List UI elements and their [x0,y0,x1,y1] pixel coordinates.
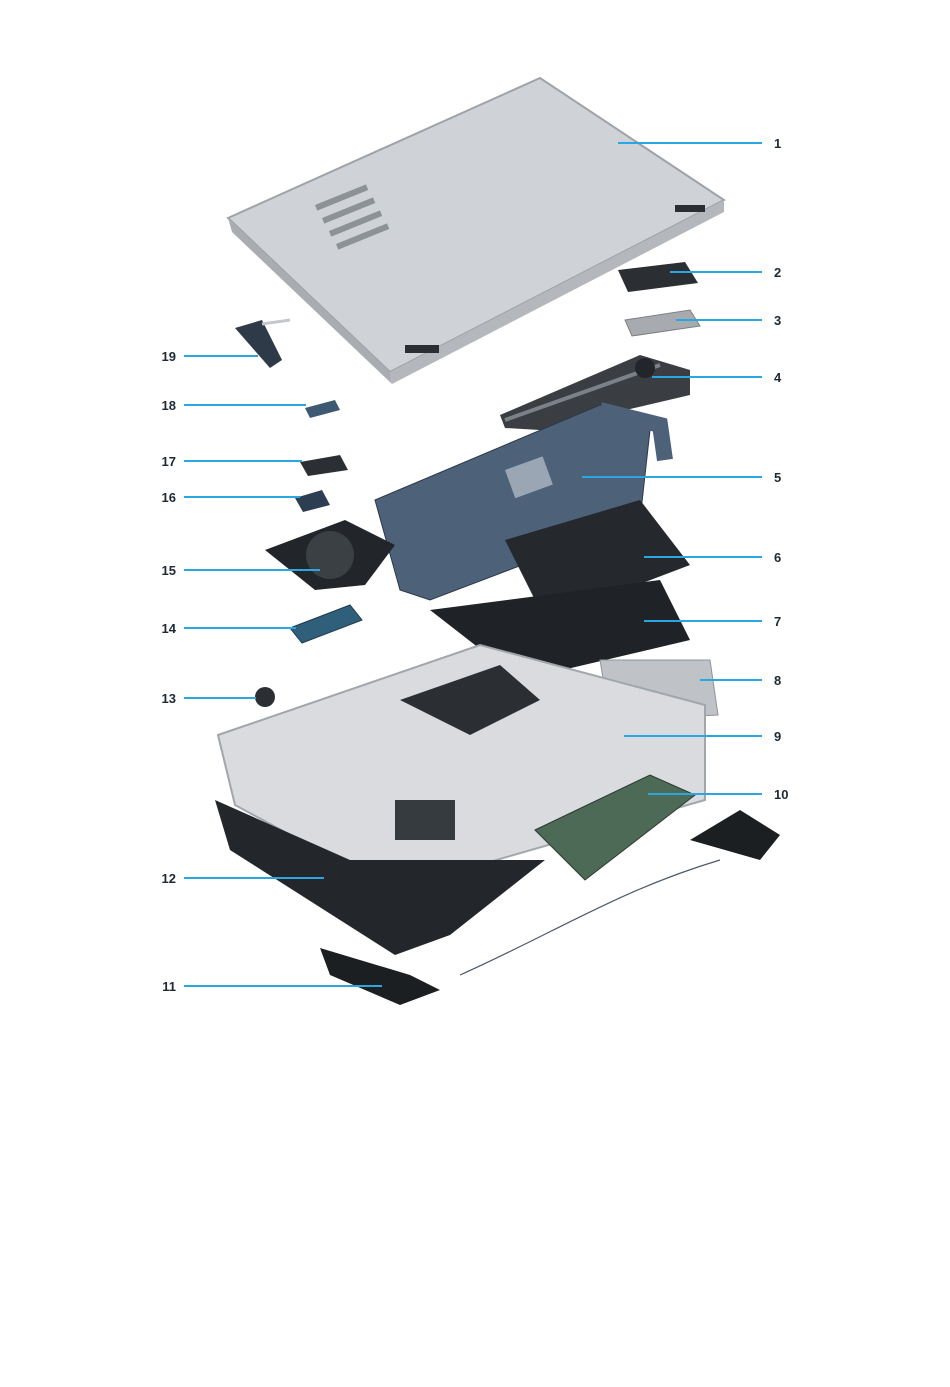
callout-number-11: 11 [162,979,176,994]
callout-number-13: 13 [162,691,176,706]
part-base-cover [228,78,724,384]
part-solid-state-drive [305,400,340,418]
callout-number-9: 9 [774,729,781,744]
callout-number-2: 2 [774,265,781,280]
part-card-bracket [300,455,348,476]
callout-number-5: 5 [774,470,781,485]
callout-number-1: 1 [774,136,781,151]
callout-number-8: 8 [774,673,781,688]
callout-number-3: 3 [774,313,781,328]
part-speaker-left [320,948,440,1005]
part-memory-module [290,605,362,643]
part-ssd-shield [618,262,698,292]
part-coin-cell [255,687,275,707]
callout-number-4: 4 [774,370,782,385]
callout-number-12: 12 [162,871,176,886]
callout-number-10: 10 [774,787,788,802]
callout-number-14: 14 [162,621,177,636]
callout-number-6: 6 [774,550,781,565]
callout-number-16: 16 [162,490,176,505]
part-power-button-board [235,320,290,368]
part-ssd-plate [625,310,700,336]
callout-number-18: 18 [162,398,176,413]
part-fan [265,520,395,590]
callout-number-7: 7 [774,614,781,629]
part-wireless-card [295,490,330,512]
callout-number-15: 15 [162,563,176,578]
callout-number-17: 17 [162,454,176,469]
callout-number-19: 19 [162,349,176,364]
